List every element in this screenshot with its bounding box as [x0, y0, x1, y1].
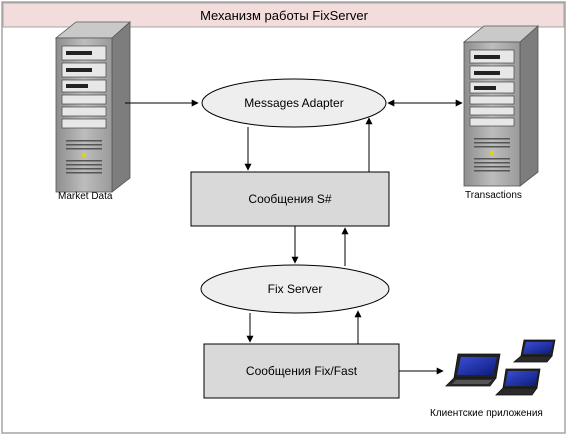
- market-data-label: Market Data: [58, 191, 113, 202]
- sharp-messages-box: [190, 171, 390, 227]
- laptop-icon: [445, 353, 501, 387]
- client-apps-label: Клиентские приложения: [430, 408, 543, 419]
- page-title: Механизм работы FixServer: [200, 7, 368, 23]
- server-icon: [462, 25, 540, 187]
- fix-fast-messages-label: Сообщения Fix/Fast: [245, 364, 358, 378]
- messages-adapter-label: Messages Adapter: [244, 96, 344, 110]
- fix-server-ellipse: [200, 264, 390, 314]
- fix-server-label: Fix Server: [267, 282, 323, 296]
- server-icon: [54, 21, 132, 193]
- messages-adapter-ellipse: [201, 78, 387, 128]
- transactions-label: Transactions: [465, 190, 522, 201]
- laptop-icon: [495, 368, 541, 396]
- laptop-icon: [512, 339, 556, 363]
- fix-fast-messages-box: [203, 343, 400, 399]
- sharp-messages-label: Сообщения S#: [248, 192, 332, 206]
